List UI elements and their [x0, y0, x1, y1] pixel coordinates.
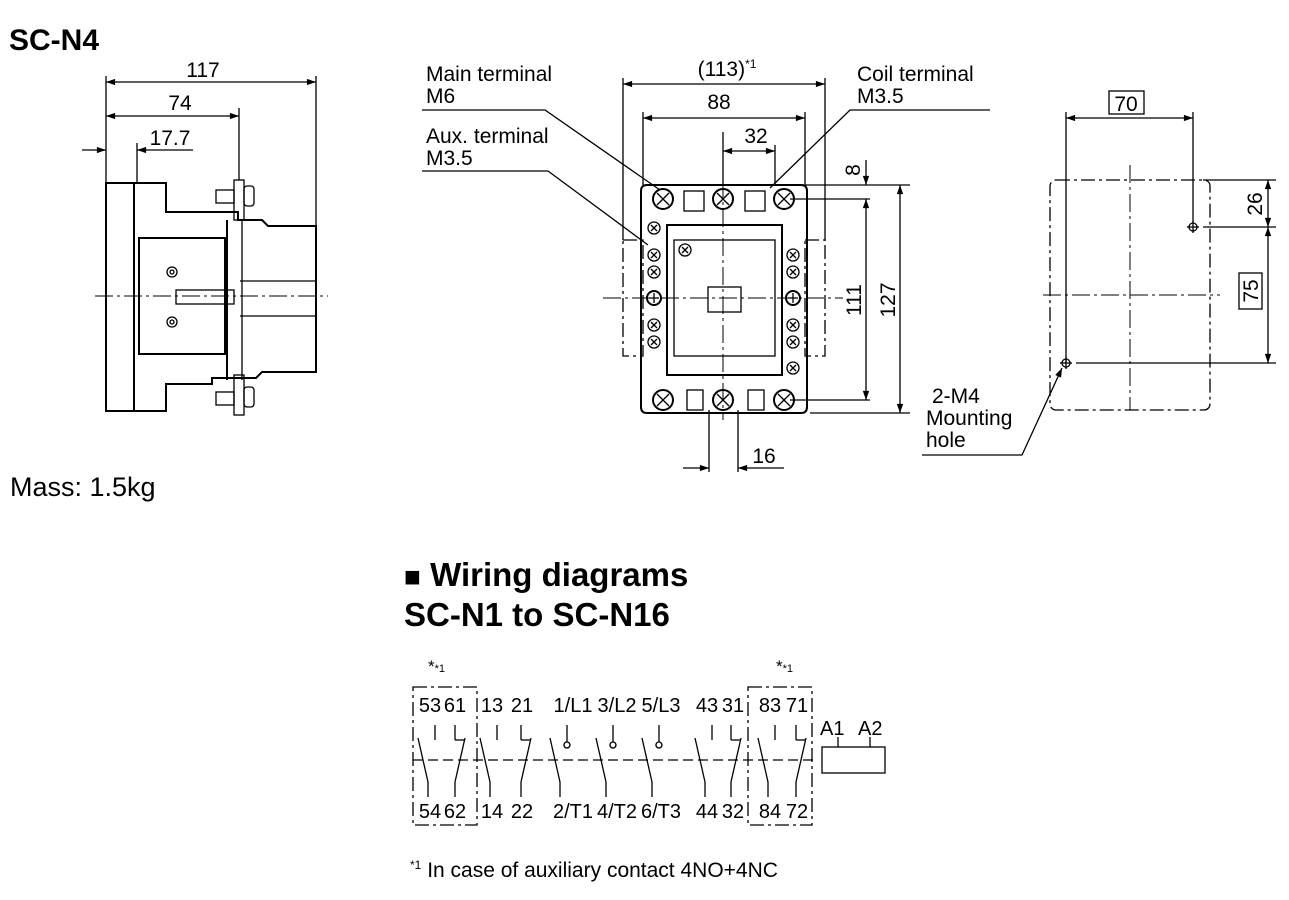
mass-label: Mass: 1.5kg [10, 472, 156, 502]
svg-text:hole: hole [926, 429, 966, 452]
aux-screw-icon [786, 248, 800, 262]
dim-17-7: 17.7 [150, 127, 191, 150]
indicator-window [707, 286, 742, 313]
aux-screw-icon [678, 243, 692, 257]
aux-screw-icon [786, 265, 800, 279]
contact-no-icon [417, 725, 436, 797]
terminal-screw-icon [652, 188, 674, 210]
terminal-label-bottom: 6/T3 [641, 801, 681, 823]
note-marker-left: **1 [428, 657, 445, 676]
svg-text:M3.5: M3.5 [857, 85, 904, 108]
wiring-heading: ■ Wiring diagrams [404, 556, 688, 594]
model-title: SC-N4 [9, 24, 100, 57]
svg-text:M3.5: M3.5 [426, 147, 473, 170]
contact-no-icon [479, 725, 498, 797]
terminal-label-top: 3/L2 [598, 695, 637, 717]
mounting-hole-icon [1187, 221, 1199, 233]
dim-8: 8 [842, 164, 865, 176]
contact-nc-icon [730, 725, 742, 797]
terminal-screw-icon [652, 389, 674, 411]
terminal-label-top: 61 [444, 695, 466, 717]
footnote-text: In case of auxiliary contact 4NO+4NC [427, 859, 778, 882]
aux-screw-icon [786, 335, 800, 349]
svg-text:M6: M6 [426, 85, 455, 108]
mounting-view: 70 26 75 2-M4 Mounting hole [922, 90, 1276, 456]
aux-screw-icon [647, 335, 661, 349]
dim-88: 88 [707, 91, 730, 114]
aux-screw-icon [786, 361, 800, 375]
contact-no-icon [694, 725, 713, 797]
aux-screw-icon [647, 248, 661, 262]
contactor-body [640, 184, 808, 414]
terminal-label-bottom: 14 [481, 801, 503, 823]
terminal-label-bottom: 84 [759, 801, 781, 823]
footnote: *1 In case of auxiliary contact 4NO+4NC [410, 858, 778, 883]
dim-70: 70 [1114, 93, 1137, 116]
mounting-plate [105, 182, 135, 412]
callout-coil-terminal: Coil terminal [857, 63, 974, 86]
terminal-label-top: 21 [511, 695, 533, 717]
contact-main-icon [641, 725, 663, 797]
coil-label-a2: A2 [858, 718, 882, 740]
coil-terminal-icon [683, 190, 705, 212]
terminal-label-top: 43 [696, 695, 718, 717]
coil-icon [821, 746, 886, 774]
aux-box-left [412, 686, 478, 826]
aux-screw-icon [647, 221, 661, 235]
terminal-label-top: 13 [481, 695, 503, 717]
mounting-hole-icon [1060, 357, 1072, 369]
dim-32: 32 [744, 125, 767, 148]
terminal-label-top: 71 [786, 695, 808, 717]
dim-113: (113)*1 [698, 57, 757, 81]
aux-screw-icon [786, 318, 800, 332]
terminal-label-bottom: 32 [722, 801, 744, 823]
contact-no-icon [757, 725, 776, 797]
footnote-marker: *1 [410, 858, 422, 872]
dim-26: 26 [1244, 192, 1267, 215]
terminal-label-bottom: 72 [786, 801, 808, 823]
wiring-heading-line2: SC-N1 to SC-N16 [404, 596, 670, 633]
contact-nc-icon [795, 725, 807, 797]
terminal-label-top: 5/L3 [642, 695, 681, 717]
coil-label-a1: A1 [820, 718, 844, 740]
contact-main-icon [595, 725, 617, 797]
terminal-label-top: 1/L1 [554, 695, 593, 717]
terminal-label-bottom: 54 [419, 801, 441, 823]
terminal-label-bottom: 4/T2 [597, 801, 637, 823]
callout-mounting-hole: 2-M4 [932, 385, 980, 408]
wiring-diagram: **1 **1 A1 A2 53 54 61 62 13 14 21 22 1/L1 2/T1 3/… [412, 657, 886, 826]
dim-16: 16 [752, 445, 775, 468]
coil-terminal-icon [744, 190, 766, 212]
dim-111: 111 [843, 284, 866, 316]
terminal-label-top: 53 [419, 695, 441, 717]
cover-frame [666, 224, 783, 376]
screw-icon [215, 374, 255, 416]
dim-74: 74 [168, 92, 192, 115]
terminal-label-bottom: 2/T1 [553, 801, 593, 823]
contact-nc-icon [454, 725, 466, 797]
contact-main-icon [549, 725, 571, 797]
heading-bullet-icon: ■ [404, 561, 421, 592]
terminal-label-bottom: 22 [511, 801, 533, 823]
terminal-label-bottom: 62 [444, 801, 466, 823]
wiring-heading-line1: Wiring diagrams [430, 556, 689, 593]
aux-screw-icon [647, 265, 661, 279]
aux-box-right [747, 686, 813, 826]
dim-117: 117 [186, 59, 219, 82]
svg-text:Mounting: Mounting [926, 407, 1012, 430]
callout-main-terminal: Main terminal [426, 63, 552, 86]
aux-screw-icon [647, 318, 661, 332]
terminal-label-top: 83 [759, 695, 781, 717]
dim-127: 127 [877, 282, 900, 317]
side-view: 117 74 17.7 [82, 59, 328, 416]
callout-aux-terminal: Aux. terminal [426, 125, 549, 148]
dim-75: 75 [1240, 279, 1263, 302]
front-view: (113)*1 88 32 Main terminal M6 Aux. term… [422, 57, 990, 472]
terminal-label-bottom: 44 [696, 801, 718, 823]
screw-icon [215, 179, 255, 221]
terminal-label-top: 31 [722, 695, 744, 717]
note-marker-right: **1 [776, 657, 793, 676]
contact-nc-icon [520, 725, 532, 797]
